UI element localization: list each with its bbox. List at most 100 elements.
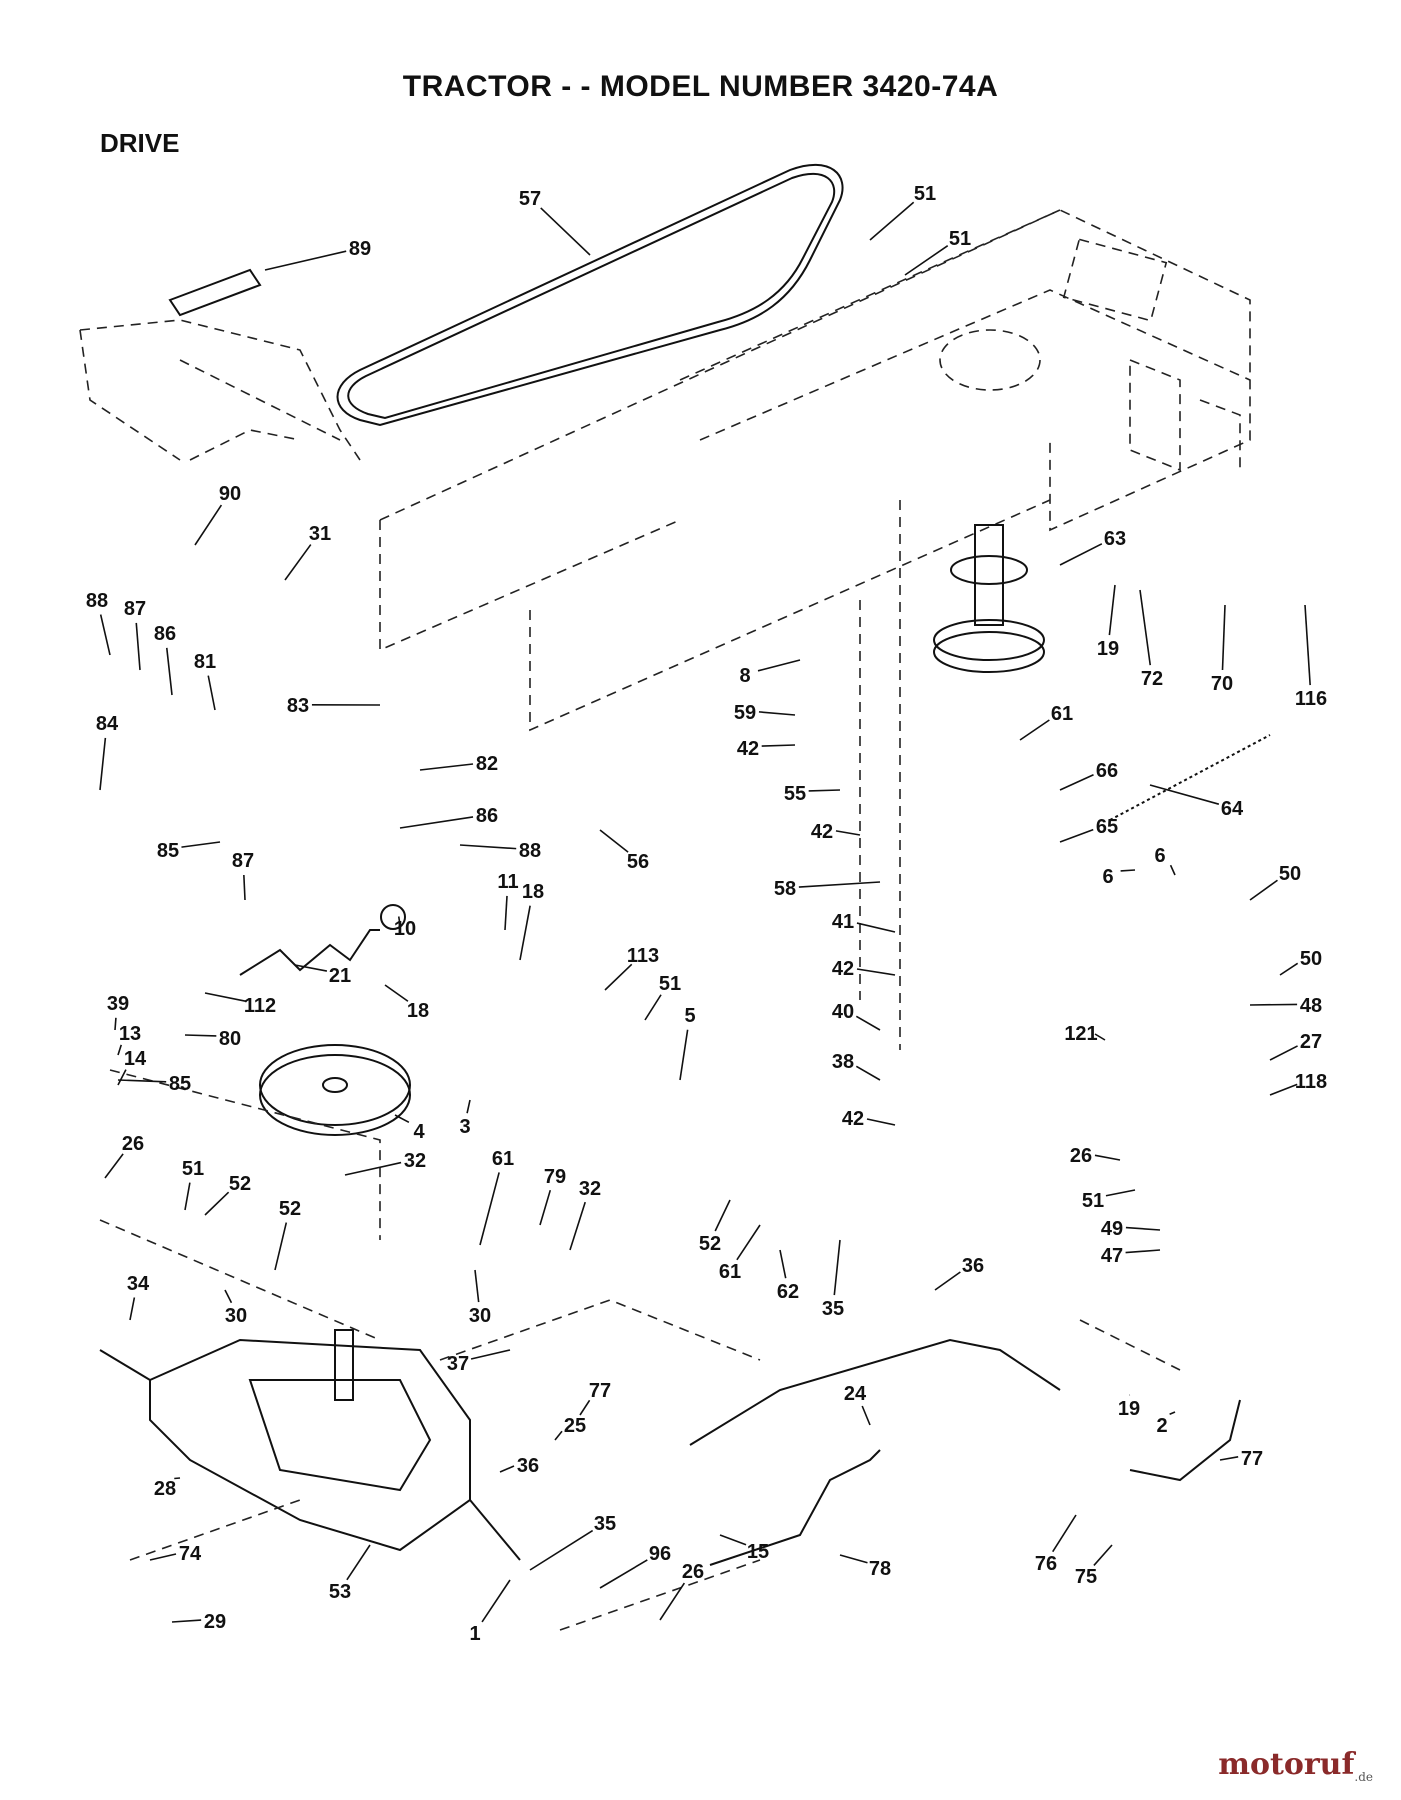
callout-number: 121 [1064,1023,1097,1045]
callout-number: 42 [811,821,833,843]
chassis-frame [379,209,1251,732]
callout-number: 55 [784,783,806,805]
callout-leader [861,1405,871,1426]
callout-leader [779,1249,787,1279]
callout-leader [284,544,312,581]
callout-number: 18 [407,1000,429,1022]
callout-number: 50 [1279,863,1301,885]
callout-leader [1249,1003,1298,1006]
callout-number: 81 [194,651,216,673]
callout-leader [207,675,216,711]
transaxle [99,1329,521,1561]
callout-leader [384,984,409,1002]
callout-leader [599,1559,648,1589]
callout-number: 35 [822,1298,844,1320]
callout-number: 32 [404,1150,426,1172]
section-title: DRIVE [100,128,180,158]
callout-leader [274,1222,288,1271]
callout-leader [1269,1045,1298,1061]
callout-leader [1269,1083,1298,1096]
callout-leader [1139,589,1152,666]
pedal-rod [1129,1399,1241,1482]
callout-leader [1059,828,1094,843]
callout-number: 32 [579,1178,601,1200]
shift-lever [239,929,380,976]
callout-leader [459,844,517,850]
callout-number: 78 [869,1558,891,1580]
callout-number: 87 [124,598,146,620]
callout-number: 47 [1101,1245,1123,1267]
callout-number: 62 [777,1281,799,1303]
callout-number: 38 [832,1051,854,1073]
callout-number: 64 [1221,798,1244,820]
assembly-guides [99,500,1181,1631]
callout-number: 18 [522,881,544,903]
callout-leader [394,1114,410,1124]
callout-number: 52 [229,1173,251,1195]
callout-leader [644,994,662,1021]
callout-leader [604,963,633,991]
callout-number: 3 [459,1116,470,1138]
callout-number: 6 [1102,866,1113,888]
callout-leader [599,829,629,853]
callout-number: 30 [469,1305,491,1327]
callout-number: 83 [287,695,309,717]
callout-leader [171,1619,202,1623]
callout-number: 52 [699,1233,721,1255]
callout-number: 10 [394,918,416,940]
callout-number: 13 [119,1023,141,1045]
callout-leader [519,905,531,961]
callout-leader [470,1349,511,1360]
callout-leader [1108,584,1116,636]
callout-leader [117,1079,167,1083]
callout-number: 57 [519,188,541,210]
callout-leader [184,1182,191,1211]
callout-leader [855,1015,881,1031]
callout-number: 66 [1096,760,1118,782]
callout-leader [117,1044,123,1056]
shift-plate [168,268,262,317]
callout-number: 51 [949,228,971,250]
callout-number: 19 [1097,638,1119,660]
callout-leader [758,711,796,716]
callout-leader [466,1099,471,1114]
callout-number: 52 [279,1198,301,1220]
callout-number: 65 [1096,816,1118,838]
callout-leader [1169,864,1176,876]
callout-number: 51 [182,1158,204,1180]
callout-leader [1149,784,1220,805]
callout-leader [540,207,591,256]
fender-outline [79,319,361,461]
callout-leader [1094,1033,1106,1041]
callout-number: 29 [204,1611,226,1633]
callout-leader [1120,869,1136,872]
callout-leader [934,1271,961,1291]
callout-leader [294,964,328,972]
callout-number: 26 [682,1561,704,1583]
callout-leader [579,1399,591,1416]
callout-number: 30 [225,1305,247,1327]
callout-number: 70 [1211,673,1233,695]
callout-leader [117,1069,127,1086]
callout-number: 48 [1300,995,1322,1017]
callout-number: 36 [962,1255,984,1277]
callout-leader [1105,1189,1136,1197]
callout-leader [835,830,861,836]
callout-leader [855,1065,881,1081]
callout-number: 40 [832,1001,854,1023]
callout-number: 31 [309,523,331,545]
callout-leader [481,1579,511,1623]
callout-number: 87 [232,850,254,872]
callout-number: 34 [127,1273,150,1295]
callout-number: 50 [1300,948,1322,970]
callout-leader [1221,604,1226,671]
callout-number: 61 [492,1148,514,1170]
callout-leader [99,737,107,791]
callout-number: 85 [169,1073,191,1095]
callout-leader [1219,1456,1239,1461]
callout-number: 21 [329,965,351,987]
callout-leader [499,1465,515,1473]
callout-leader [419,763,474,771]
callout-leader [679,1029,689,1081]
